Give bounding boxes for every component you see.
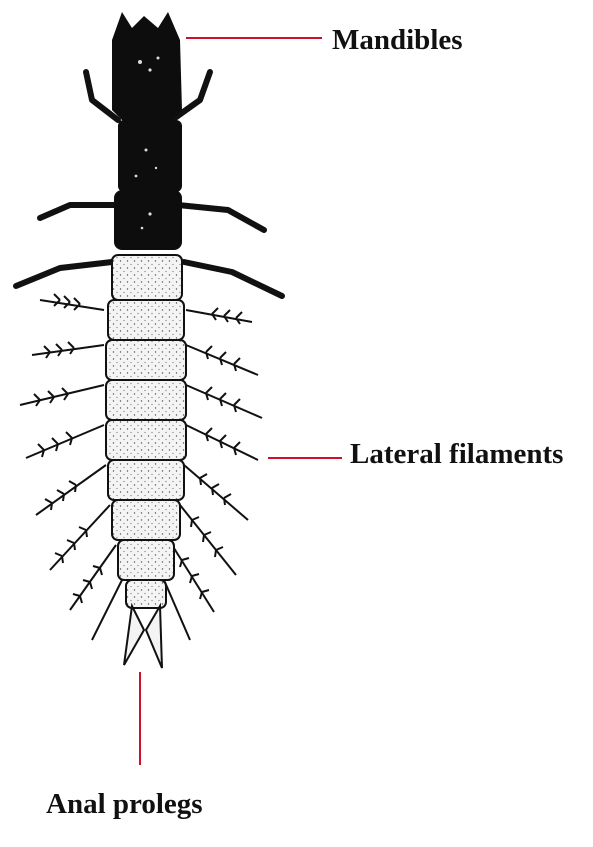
abdomen — [106, 255, 186, 608]
mandibles-label: Mandibles — [332, 26, 463, 55]
anal-prolegs-label: Anal prolegs — [46, 790, 203, 819]
lateral-filaments-label: Lateral filaments — [350, 440, 563, 469]
head-and-thorax — [112, 12, 182, 250]
anal-prolegs — [124, 606, 162, 668]
